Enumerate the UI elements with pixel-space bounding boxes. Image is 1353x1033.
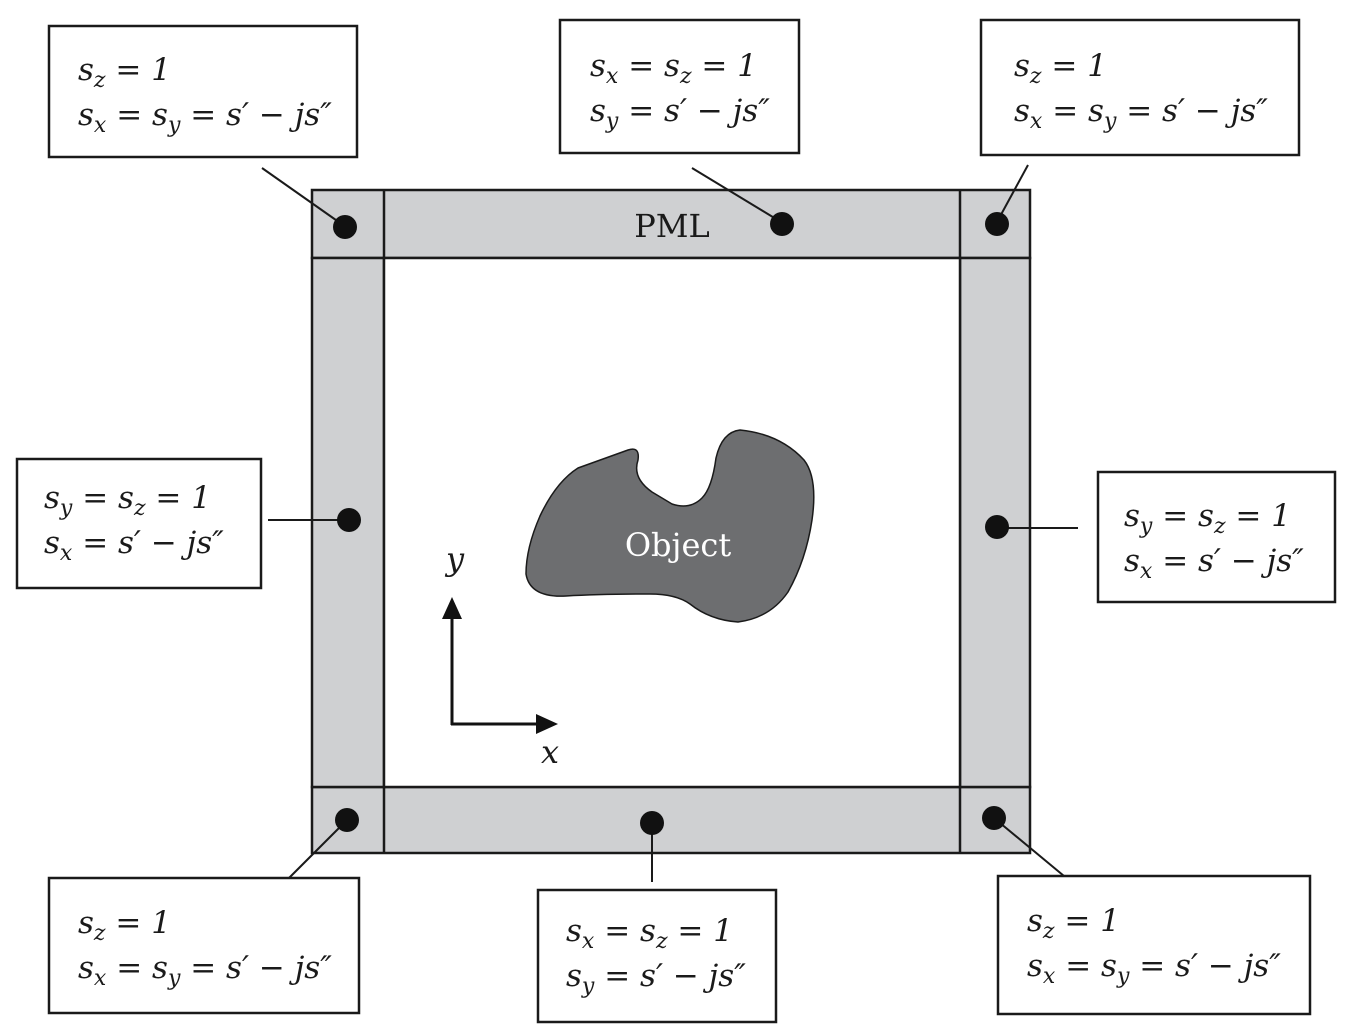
- x-axis-label: x: [541, 733, 559, 771]
- box-line-2: sy​ = s′ − js″: [590, 93, 770, 134]
- marker-dot: [640, 811, 664, 835]
- box-frame: [1096, 470, 1337, 604]
- box-line-1: sx​ = sz​ = 1: [566, 913, 733, 954]
- marker-dot: [333, 215, 357, 239]
- box-line-2: sx​ = sy​ = s′ − js″: [1014, 93, 1268, 134]
- box-frame: [996, 874, 1312, 1016]
- annotation-box-bottom-right: sz​ = 1 sx​ = sy​ = s′ − js″: [996, 874, 1312, 1016]
- box-frame: [536, 888, 778, 1024]
- pml-label: PML: [634, 207, 710, 245]
- box-line-1: sz​ = 1: [1027, 903, 1120, 944]
- box-line-2: sy​ = s′ − js″: [566, 958, 746, 999]
- box-line-2: sx​ = sy​ = s′ − js″: [1027, 948, 1281, 989]
- leader-line: [996, 164, 1029, 223]
- y-axis-arrowhead: [442, 597, 462, 619]
- box-line-1: sy​ = sz​ = 1: [44, 480, 211, 521]
- box-line-1: sy​ = sz​ = 1: [1124, 498, 1291, 539]
- box-line-1: sz​ = 1: [1014, 48, 1107, 89]
- box-line-1: sz​ = 1: [78, 905, 171, 946]
- box-line-2: sx​ = sy​ = s′ − js″: [78, 97, 332, 138]
- marker-dot: [335, 808, 359, 832]
- annotation-box-top-left: sz​ = 1 sx​ = sy​ = s′ − js″: [47, 24, 359, 159]
- scattering-object: [525, 429, 815, 623]
- x-axis-arrowhead: [536, 714, 558, 734]
- leader-line: [993, 817, 1065, 877]
- coordinate-axes: y x: [442, 540, 559, 771]
- box-line-2: sx​ = s′ − js″: [44, 525, 224, 566]
- box-frame: [47, 876, 361, 1015]
- box-line-1: sz​ = 1: [78, 52, 171, 93]
- annotation-box-top-right: sz​ = 1 sx​ = sy​ = s′ − js″: [979, 18, 1301, 157]
- leader-lines: [261, 164, 1078, 882]
- pml-top-strip: [310, 188, 1032, 260]
- annotation-box-bottom-left: sz​ = 1 sx​ = sy​ = s′ − js″: [47, 876, 361, 1015]
- marker-dot: [337, 508, 361, 532]
- annotation-box-mid-left: sy​ = sz​ = 1 sx​ = s′ − js″: [15, 457, 263, 590]
- annotation-box-top-center: sx​ = sz​ = 1 sy​ = s′ − js″: [558, 18, 801, 155]
- annotation-box-bottom-center: sx​ = sz​ = 1 sy​ = s′ − js″: [536, 888, 778, 1024]
- pml-markers: [333, 212, 1009, 835]
- annotation-box-mid-right: sy​ = sz​ = 1 sx​ = s′ − js″: [1096, 470, 1337, 604]
- object-label: Object: [625, 526, 732, 564]
- box-frame: [47, 24, 359, 159]
- marker-dot: [770, 212, 794, 236]
- marker-dot: [985, 515, 1009, 539]
- box-frame: [558, 18, 801, 155]
- leader-line: [691, 167, 782, 223]
- box-line-1: sx​ = sz​ = 1: [590, 48, 757, 89]
- y-axis-label: y: [444, 540, 465, 578]
- pml-bottom-strip: [310, 785, 1032, 855]
- box-frame: [979, 18, 1301, 157]
- box-line-2: sx​ = sy​ = s′ − js″: [78, 950, 332, 991]
- leader-line: [261, 167, 344, 226]
- marker-dot: [982, 806, 1006, 830]
- leader-line: [288, 819, 348, 879]
- marker-dot: [985, 212, 1009, 236]
- box-line-2: sx​ = s′ − js″: [1124, 543, 1304, 584]
- box-frame: [15, 457, 263, 590]
